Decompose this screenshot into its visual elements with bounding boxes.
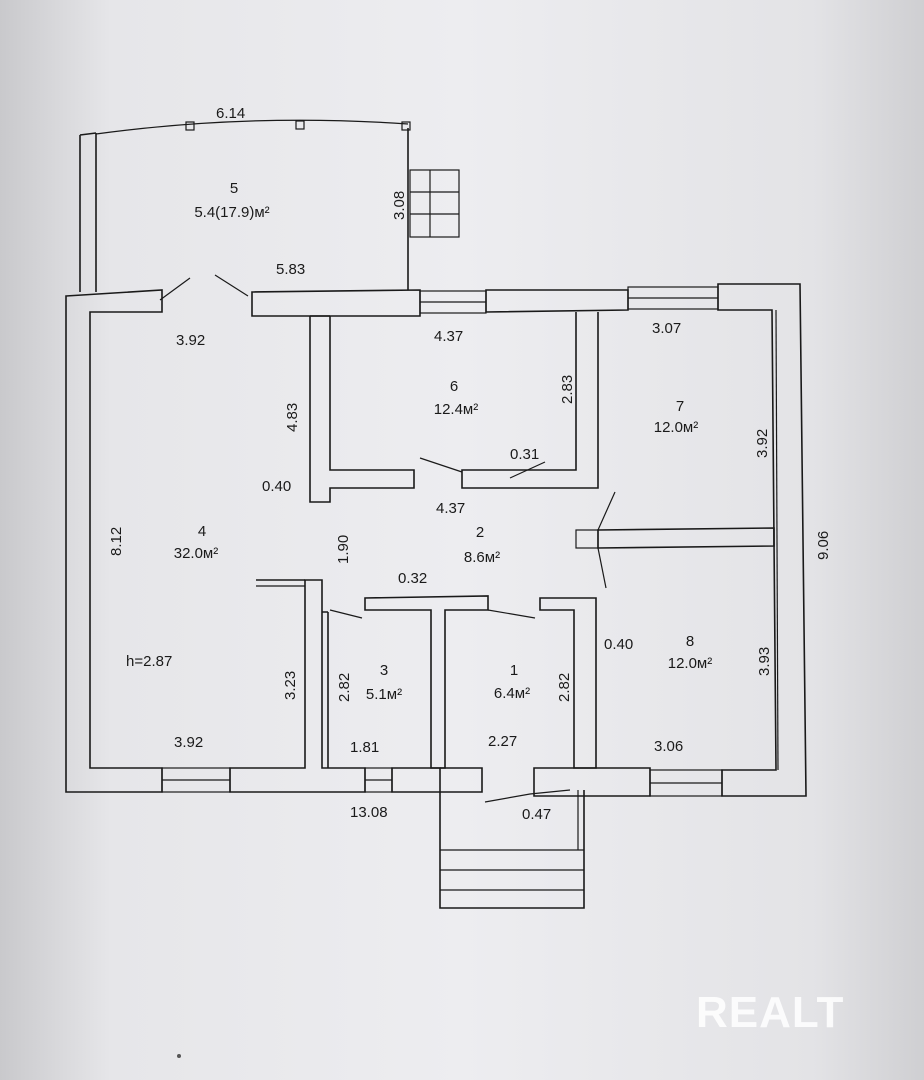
room-4-area: 32.0м² xyxy=(174,545,219,562)
paper-speck xyxy=(177,1054,181,1058)
terrace-outline xyxy=(79,119,460,301)
room-7-area: 12.0м² xyxy=(654,419,699,436)
dim-hall-left: 1.90 xyxy=(335,535,352,564)
dim-room6-door: 0.31 xyxy=(510,446,539,463)
realt-watermark-logo: REALT xyxy=(696,988,844,1037)
dim-room4-inner: 3.23 xyxy=(282,671,299,700)
dim-room6-right: 2.83 xyxy=(559,375,576,404)
room-2-number: 2 xyxy=(476,524,484,541)
ceiling-height: h=2.87 xyxy=(126,653,172,670)
room-5-area: 5.4(17.9)м² xyxy=(194,204,269,221)
dim-room8-right: 3.93 xyxy=(756,647,773,676)
dimension-labels: 6.14 3.08 5.83 3.92 3.92 8.12 4.37 2.83 … xyxy=(108,105,832,823)
room-7-number: 7 xyxy=(676,398,684,415)
room-4-number: 4 xyxy=(198,523,206,540)
dim-hall-top: 4.37 xyxy=(436,500,465,517)
outer-walls xyxy=(65,283,807,797)
room-6-area: 12.4м² xyxy=(434,401,479,418)
dim-terrace-inner: 5.83 xyxy=(276,261,305,278)
room-1-area: 6.4м² xyxy=(494,685,530,702)
dim-room3-bottom: 1.81 xyxy=(350,739,379,756)
dim-hall-wall: 0.32 xyxy=(398,570,427,587)
dim-room1-right: 2.82 xyxy=(556,673,573,702)
room-3-number: 3 xyxy=(380,662,388,679)
door-swings xyxy=(329,457,616,803)
room-labels: 5 5.4(17.9)м² 6 12.4м² 7 12.0м² 4 32.0м²… xyxy=(174,180,713,703)
dim-terrace-width: 6.14 xyxy=(216,105,245,122)
room-6-number: 6 xyxy=(450,378,458,395)
dim-room4-bottom: 3.92 xyxy=(174,734,203,751)
room-1-number: 1 xyxy=(510,662,518,679)
room-5-number: 5 xyxy=(230,180,238,197)
dim-wall-left-4: 4.83 xyxy=(284,403,301,432)
dim-room1-bottom: 2.27 xyxy=(488,733,517,750)
room-8-area: 12.0м² xyxy=(668,655,713,672)
dim-room4-left: 8.12 xyxy=(108,527,125,556)
interior-walls xyxy=(256,309,779,771)
dim-room4-top: 3.92 xyxy=(176,332,205,349)
entry-steps xyxy=(439,790,585,909)
room-2-area: 8.6м² xyxy=(464,549,500,566)
dim-room3-left: 2.82 xyxy=(336,673,353,702)
dim-room8-bottom: 3.06 xyxy=(654,738,683,755)
dim-entry-wall: 0.47 xyxy=(522,806,551,823)
dim-overall-right: 9.06 xyxy=(815,531,832,560)
dim-terrace-depth: 3.08 xyxy=(391,191,408,220)
room-3-area: 5.1м² xyxy=(366,686,402,703)
dim-overall-bottom: 13.08 xyxy=(350,804,388,821)
dim-room8-wall: 0.40 xyxy=(604,636,633,653)
dim-wall-thick: 0.40 xyxy=(262,478,291,495)
dim-room6-top: 4.37 xyxy=(434,328,463,345)
room-8-number: 8 xyxy=(686,633,694,650)
dim-room7-right: 3.92 xyxy=(754,429,771,458)
dim-room7-top: 3.07 xyxy=(652,320,681,337)
